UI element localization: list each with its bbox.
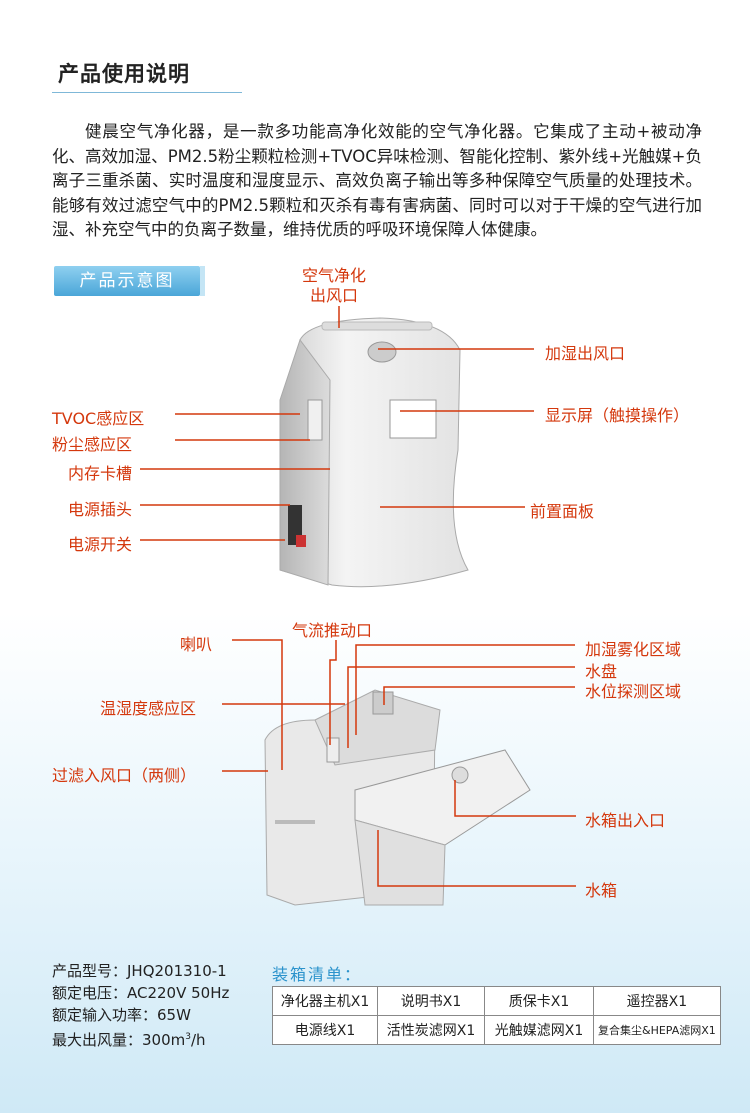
label-humid-outlet: 加湿出风口 <box>545 344 626 363</box>
tag-accent <box>200 266 205 296</box>
table-cell: 电源线X1 <box>272 1015 378 1045</box>
label-dust: 粉尘感应区 <box>52 435 133 454</box>
intro-paragraph: 健晨空气净化器，是一款多功能高净化效能的空气净化器。它集成了主动+被动净化、高效… <box>52 122 702 239</box>
packing-list-title: 装箱清单： <box>272 965 363 984</box>
label-airflow: 气流推动口 <box>292 621 373 640</box>
table-cell: 光触媒滤网X1 <box>484 1015 594 1045</box>
label-power-plug: 电源插头 <box>68 500 133 519</box>
spec-block: 产品型号：JHQ201310-1 额定电压：AC220V 50Hz 额定输入功率… <box>52 960 229 1051</box>
table-cell: 复合集尘&HEPA滤网X1 <box>593 1015 721 1045</box>
label-water-level: 水位探测区域 <box>585 682 682 701</box>
label-temp-humid: 温湿度感应区 <box>100 699 197 718</box>
label-card-slot: 内存卡槽 <box>68 464 133 483</box>
label-tank-outlet: 水箱出入口 <box>585 811 666 830</box>
spec-model: 产品型号：JHQ201310-1 <box>52 962 227 980</box>
spec-power: 额定输入功率：65W <box>52 1006 191 1024</box>
table-row: 电源线X1 活性炭滤网X1 光触媒滤网X1 复合集尘&HEPA滤网X1 <box>272 1015 721 1045</box>
label-display: 显示屏（触摸操作） <box>545 406 690 425</box>
label-filter-inlet: 过滤入风口（两侧） <box>52 766 197 785</box>
spec-voltage: 额定电压：AC220V 50Hz <box>52 984 230 1002</box>
purifier-front-illustration <box>279 317 469 588</box>
table-cell: 活性炭滤网X1 <box>377 1015 485 1045</box>
spec-airflow: 最大出风量：300m3/h <box>52 1031 206 1049</box>
label-front-panel: 前置面板 <box>530 502 595 521</box>
table-cell: 质保卡X1 <box>484 986 594 1016</box>
table-row: 净化器主机X1 说明书X1 质保卡X1 遥控器X1 <box>272 986 721 1016</box>
title-divider <box>52 92 242 93</box>
packing-table: 净化器主机X1 说明书X1 质保卡X1 遥控器X1 电源线X1 活性炭滤网X1 … <box>272 986 721 1045</box>
label-air-outlet: 空气净化 出风口 <box>302 266 367 305</box>
purifier-open-illustration <box>264 689 531 906</box>
table-cell: 遥控器X1 <box>593 986 721 1016</box>
label-speaker: 喇叭 <box>180 635 213 654</box>
table-cell: 净化器主机X1 <box>272 986 378 1016</box>
label-tvoc: TVOC感应区 <box>52 409 145 428</box>
label-tank: 水箱 <box>585 881 618 900</box>
label-atomize: 加湿雾化区域 <box>585 640 682 659</box>
page-title: 产品使用说明 <box>58 62 190 86</box>
label-tray: 水盘 <box>585 662 618 681</box>
label-power-switch: 电源开关 <box>68 535 133 554</box>
diagram-tag: 产品示意图 <box>54 266 200 296</box>
table-cell: 说明书X1 <box>377 986 485 1016</box>
